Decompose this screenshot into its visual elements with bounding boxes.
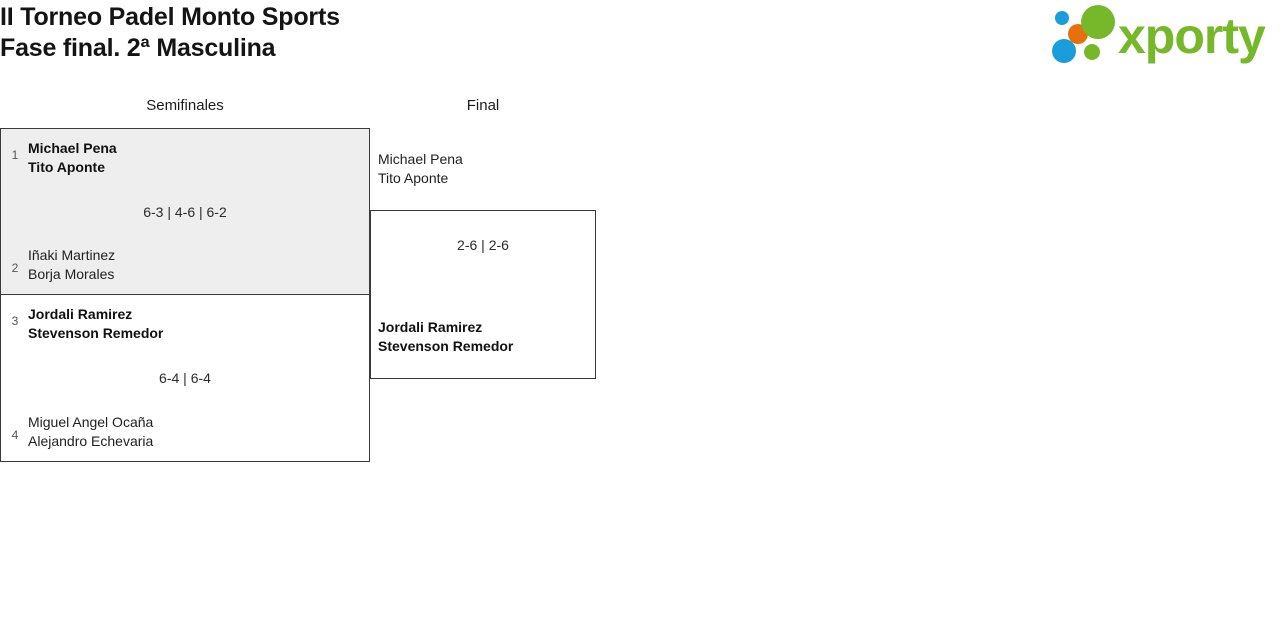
logo-dot-green-large	[1081, 5, 1115, 39]
match-card-final[interactable]: 2-6 | 2-6	[370, 210, 596, 379]
round-header-final: Final	[466, 97, 500, 114]
page-header: II Torneo Padel Monto Sports Fase final.…	[0, 0, 1280, 90]
title-line-2: Fase final. 2ª Masculina	[0, 34, 276, 62]
xporty-logo[interactable]: xporty	[1048, 0, 1280, 72]
team-top[interactable]: Jordali Ramirez Stevenson Remedor	[28, 305, 361, 343]
match-score: 6-3 | 4-6 | 6-2	[143, 204, 227, 220]
team-bottom[interactable]: Miguel Angel Ocaña Alejandro Echevaria	[28, 413, 361, 451]
final-team-bottom[interactable]: Jordali Ramirez Stevenson Remedor	[378, 318, 513, 356]
player-name: Stevenson Remedor	[378, 338, 514, 354]
logo-wordmark: xporty	[1118, 8, 1266, 64]
match-card-semifinal-2[interactable]: 3 Jordali Ramirez Stevenson Remedor 6-4 …	[0, 294, 370, 462]
player-name: Michael Pena	[378, 151, 463, 167]
logo-dot-green-small	[1084, 44, 1100, 60]
player-name: Michael Pena	[28, 140, 117, 156]
logo-dot-blue-small	[1055, 11, 1069, 25]
player-name: Stevenson Remedor	[28, 325, 164, 341]
round-header-semifinals: Semifinales	[146, 97, 224, 114]
player-name: Borja Morales	[28, 266, 115, 282]
title-line-1: II Torneo Padel Monto Sports	[0, 3, 340, 31]
player-name: Alejandro Echevaria	[28, 433, 154, 449]
player-name: Jordali Ramirez	[378, 319, 483, 335]
player-name: Jordali Ramirez	[28, 306, 133, 322]
tournament-bracket: Semifinales 1 Michael Pena Tito Aponte 6…	[0, 90, 1280, 628]
match-score: 2-6 | 2-6	[457, 237, 509, 253]
player-name: Iñaki Martinez	[28, 247, 116, 263]
player-name: Tito Aponte	[28, 159, 105, 175]
team-bottom[interactable]: Iñaki Martinez Borja Morales	[28, 246, 361, 284]
player-name: Miguel Angel Ocaña	[28, 414, 154, 430]
seed-number: 4	[11, 428, 19, 442]
match-score: 6-4 | 6-4	[159, 370, 211, 386]
match-card-semifinal-1[interactable]: 1 Michael Pena Tito Aponte 6-3 | 4-6 | 6…	[0, 128, 370, 295]
seed-number: 1	[11, 148, 19, 162]
seed-number: 3	[11, 314, 19, 328]
page-title: II Torneo Padel Monto Sports Fase final.…	[0, 2, 340, 64]
seed-number: 2	[11, 261, 19, 275]
team-top[interactable]: Michael Pena Tito Aponte	[28, 139, 361, 177]
logo-dot-blue-large	[1052, 39, 1076, 63]
player-name: Tito Aponte	[378, 170, 449, 186]
final-team-top[interactable]: Michael Pena Tito Aponte	[378, 150, 463, 188]
